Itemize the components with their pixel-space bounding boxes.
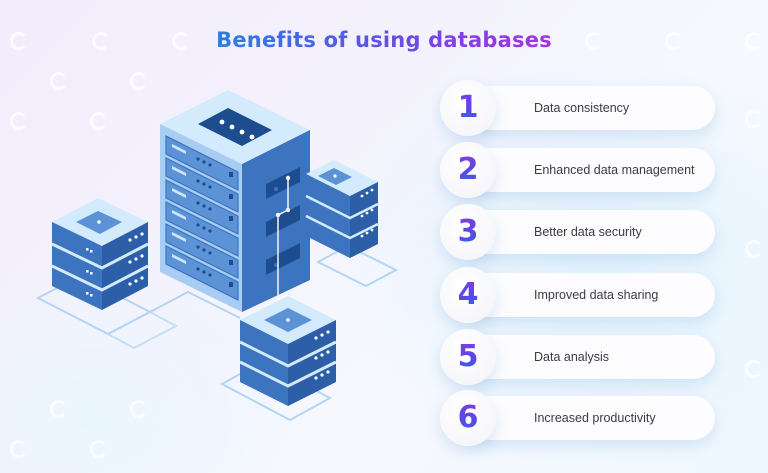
- benefit-number: 4: [457, 277, 479, 312]
- benefit-number: 5: [457, 339, 479, 374]
- right-server-stack: [305, 160, 379, 258]
- benefit-item-2: Enhanced data management 2: [440, 142, 715, 198]
- benefit-number-badge: 5: [440, 329, 496, 385]
- benefit-label: Enhanced data management: [534, 163, 695, 177]
- benefit-number-badge: 6: [440, 390, 496, 446]
- benefit-item-4: Improved data sharing 4: [440, 267, 715, 323]
- benefit-label: Data consistency: [534, 101, 630, 115]
- benefit-pill: Enhanced data management: [464, 148, 715, 192]
- benefit-item-6: Increased productivity 6: [440, 390, 715, 446]
- benefit-label: Increased productivity: [534, 411, 656, 425]
- benefit-label: Improved data sharing: [534, 288, 659, 302]
- benefit-number: 1: [457, 90, 479, 125]
- benefit-number: 3: [457, 214, 479, 249]
- benefit-item-5: Data analysis 5: [440, 329, 715, 385]
- benefit-number-badge: 3: [440, 204, 496, 260]
- benefit-number-badge: 2: [440, 142, 496, 198]
- benefit-pill: Better data security: [464, 210, 715, 254]
- database-servers-illustration: [35, 90, 399, 422]
- benefit-pill: Increased productivity: [464, 396, 715, 440]
- benefit-pill: Improved data sharing: [464, 273, 715, 317]
- benefit-item-1: Data consistency 1: [440, 80, 715, 136]
- benefit-number: 6: [457, 400, 479, 435]
- benefit-pill: Data consistency: [464, 86, 715, 130]
- benefit-item-3: Better data security 3: [440, 204, 715, 260]
- benefit-number-badge: 4: [440, 267, 496, 323]
- front-server-stack: [239, 296, 337, 406]
- left-server-stack: [51, 198, 149, 310]
- benefit-label: Better data security: [534, 225, 642, 239]
- page-title: Benefits of using databases: [216, 28, 552, 52]
- main-server-tower: [160, 90, 310, 312]
- benefit-number: 2: [457, 152, 479, 187]
- benefit-number-badge: 1: [440, 80, 496, 136]
- benefit-label: Data analysis: [534, 350, 610, 364]
- benefit-pill: Data analysis: [464, 335, 715, 379]
